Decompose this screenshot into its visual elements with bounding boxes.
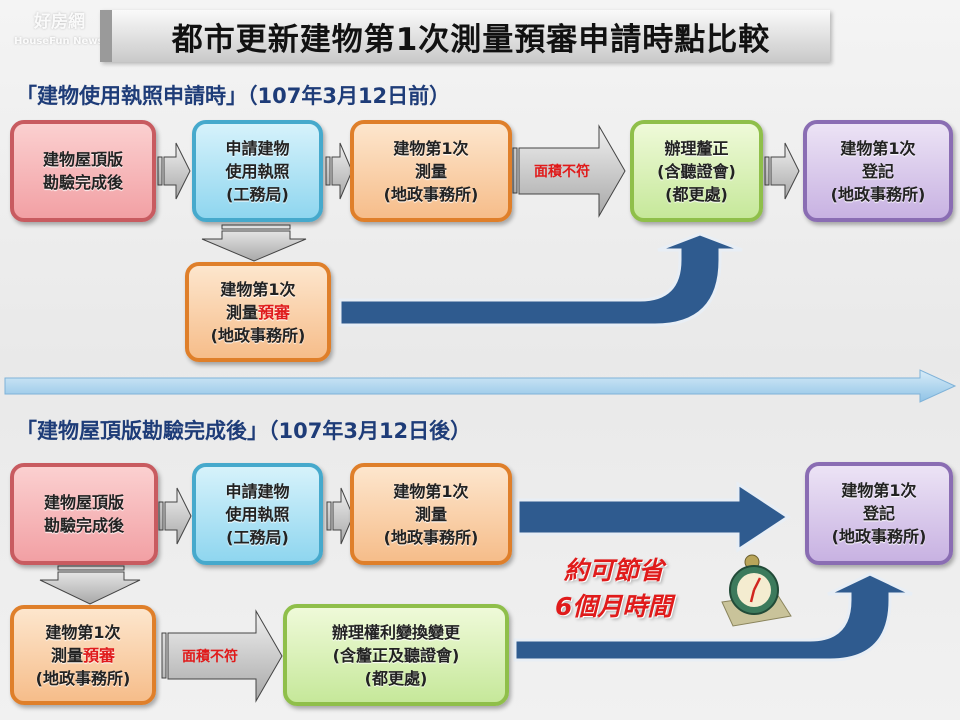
section2-heading: 「建物屋頂版勘驗完成後」（107年3月12日後） <box>16 419 472 443</box>
box-line: (都更處) <box>665 184 728 204</box>
box-line: 登記 <box>862 504 895 523</box>
saving-line: 6個月時間 <box>555 592 673 621</box>
box-use-permit: 申請建物使用執照 (工務局) <box>192 463 323 565</box>
curved-arrow <box>338 232 913 662</box>
page-title: 都市更新建物第1次測量預審申請時點比較 <box>100 10 830 62</box>
box-line: (地政事務所) <box>383 184 479 204</box>
saving-line: 約可節省 <box>563 556 664 585</box>
box-line: (都更處) <box>364 668 428 688</box>
box-line: (地政事務所) <box>830 184 926 204</box>
divider-arrow <box>4 369 957 403</box>
box-line: 登記 <box>861 161 894 181</box>
box-rights-transformation: 辦理權利變換變更 (含釐正及聽證會) (都更處) <box>283 604 509 706</box>
box-roof-inspection: 建物屋頂版勘驗完成後 <box>10 463 158 565</box>
box-line: 測量 <box>50 645 83 665</box>
box-first-registration: 建物第1次登記 (地政事務所) <box>805 462 953 565</box>
box-line: 測量 <box>414 504 447 524</box>
box-first-survey: 建物第1次測量 (地政事務所) <box>350 463 512 565</box>
watermark-text: 好房網 <box>34 12 85 32</box>
box-first-survey: 建物第1次測量 (地政事務所) <box>350 120 512 222</box>
box-line: 建物第1次 <box>45 622 121 642</box>
box-line: (含聽證會) <box>657 161 736 181</box>
box-use-permit: 申請建物使用執照 (工務局) <box>192 120 323 222</box>
box-line: (工務局) <box>226 184 289 204</box>
box-line: 勘驗完成後 <box>42 173 123 192</box>
highlight-prereview: 預審 <box>258 302 291 322</box>
box-line: 申請建物 <box>225 481 290 501</box>
arrow-right <box>39 124 800 703</box>
box-survey-prereview: 建物第1次測量預審 (地政事務所) <box>185 262 331 362</box>
box-line: (地政事務所) <box>383 527 479 547</box>
box-line: (地政事務所) <box>831 527 927 546</box>
watermark-subtext: HouseFun News <box>14 36 104 47</box>
box-line: 建物第1次 <box>393 481 469 501</box>
box-line: (地政事務所) <box>210 325 306 345</box>
box-line: (含釐正及聽證會) <box>332 645 460 665</box>
box-line: 申請建物 <box>225 138 290 158</box>
time-saving-note: 約可節省 6個月時間 <box>555 553 672 625</box>
watermark-logo: 好房網 HouseFun News <box>14 14 104 47</box>
box-line: 勘驗完成後 <box>43 516 124 535</box>
box-line: 建物第1次 <box>220 279 296 299</box>
box-line: 建物第1次 <box>393 138 469 158</box>
box-line: 辦理釐正 <box>664 138 729 158</box>
box-line: 測量 <box>414 161 447 181</box>
box-survey-prereview: 建物第1次測量預審 (地政事務所) <box>10 605 156 705</box>
clock-icon <box>721 554 792 627</box>
box-line: (地政事務所) <box>35 668 131 688</box>
box-line: 建物屋頂版 <box>42 150 123 169</box>
box-correction: 辦理釐正 (含聽證會) (都更處) <box>630 120 763 222</box>
arrow-label-area-mismatch: 面積不符 <box>534 164 590 180</box>
box-line: (工務局) <box>226 527 289 547</box>
box-line: 建物第1次 <box>841 481 917 500</box>
box-line: 使用執照 <box>225 161 290 181</box>
box-line: 辦理權利變換變更 <box>331 622 460 642</box>
box-line: 建物屋頂版 <box>43 493 124 512</box>
long-arrow <box>516 481 791 553</box>
box-roof-inspection: 建物屋頂版勘驗完成後 <box>10 120 156 222</box>
arrow-label-area-mismatch: 面積不符 <box>182 649 238 665</box>
box-first-registration: 建物第1次登記 (地政事務所) <box>803 120 953 222</box>
box-line: 測量 <box>225 302 258 322</box>
highlight-prereview: 預審 <box>83 645 116 665</box>
box-line: 使用執照 <box>225 504 290 524</box>
box-line: 建物第1次 <box>840 138 916 158</box>
section1-heading: 「建物使用執照申請時」（107年3月12日前） <box>16 84 451 108</box>
